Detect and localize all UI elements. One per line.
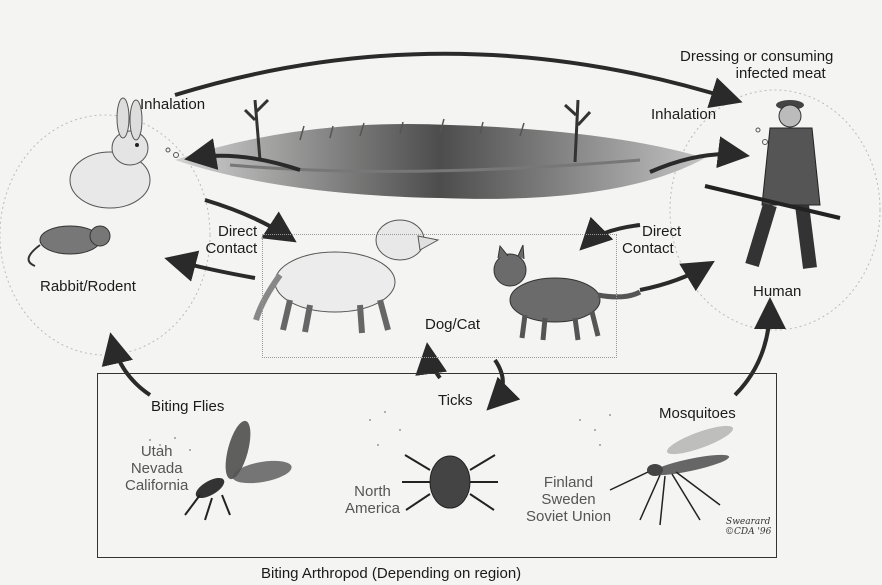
hunter-illustration bbox=[705, 100, 840, 268]
rabbit-illustration bbox=[70, 98, 179, 208]
label-direct-contact-left-2: Contact bbox=[201, 240, 257, 257]
label-dressing: Dressing or consuming infected meat bbox=[680, 48, 833, 82]
label-direct-contact-right: Direct Contact bbox=[622, 223, 681, 257]
region-north: North bbox=[345, 483, 400, 500]
label-mosquitoes: Mosquitoes bbox=[659, 405, 736, 422]
label-human: Human bbox=[753, 283, 801, 300]
label-inhalation-right: Inhalation bbox=[651, 106, 716, 123]
region-california: California bbox=[125, 477, 188, 494]
region-flies: Utah Nevada California bbox=[125, 443, 188, 494]
label-dressing-line1: Dressing or consuming bbox=[680, 48, 833, 65]
region-sweden: Sweden bbox=[526, 491, 611, 508]
region-america: America bbox=[345, 500, 400, 517]
region-utah: Utah bbox=[125, 443, 188, 460]
rat-illustration bbox=[29, 226, 110, 266]
label-biting-flies: Biting Flies bbox=[151, 398, 224, 415]
arrow-dog-to-rodent bbox=[172, 260, 255, 278]
label-direct-contact-left-1: Direct bbox=[201, 223, 257, 240]
arrow-rabbit-to-human-meat bbox=[175, 54, 735, 100]
pet-box bbox=[262, 234, 617, 358]
signature-name: Swearard bbox=[725, 517, 771, 527]
label-inhalation-left: Inhalation bbox=[140, 96, 205, 113]
region-soviet-union: Soviet Union bbox=[526, 508, 611, 525]
label-direct-contact-right-2: Contact bbox=[622, 240, 681, 257]
label-rabbit-rodent: Rabbit/Rodent bbox=[40, 278, 136, 295]
region-finland: Finland bbox=[526, 474, 611, 491]
label-dog-cat: Dog/Cat bbox=[425, 316, 480, 333]
label-direct-contact-left: Direct Contact bbox=[201, 223, 257, 257]
signature-line2: ©CDA '96 bbox=[725, 527, 771, 537]
swamp-field bbox=[175, 100, 705, 199]
region-mosquitoes: Finland Sweden Soviet Union bbox=[526, 474, 611, 525]
caption: Biting Arthropod (Depending on region) bbox=[261, 565, 521, 582]
arrow-cat-to-human bbox=[640, 265, 708, 290]
label-dressing-line2: infected meat bbox=[680, 65, 833, 82]
artist-signature: Swearard ©CDA '96 bbox=[725, 517, 771, 537]
label-direct-contact-right-1: Direct bbox=[622, 223, 681, 240]
region-ticks: North America bbox=[345, 483, 400, 517]
label-ticks: Ticks bbox=[438, 392, 472, 409]
region-nevada: Nevada bbox=[125, 460, 188, 477]
